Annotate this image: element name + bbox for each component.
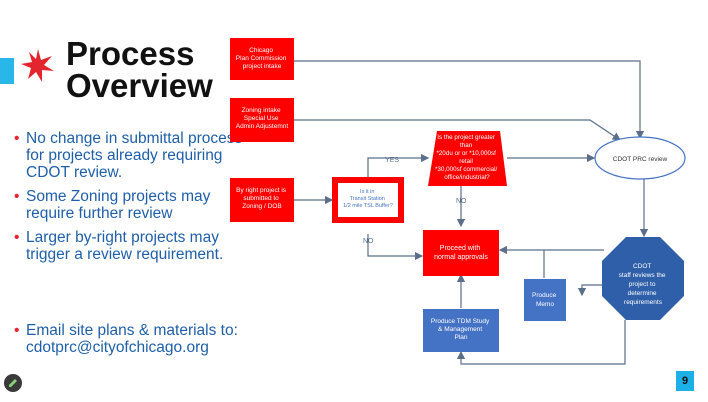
page-number: 9 bbox=[676, 371, 694, 391]
no-label-left: NO bbox=[363, 238, 374, 245]
bullet-item: Some Zoning projects may require further… bbox=[14, 188, 254, 222]
node-chicago-plan: Chicago Plan Commission project intake bbox=[230, 38, 294, 80]
node-cdot-staff: CDOT staff reviews the project to determ… bbox=[602, 237, 684, 320]
svg-text:Produce TDM Study & Mana: Produce TDM Study & Management Plan bbox=[431, 318, 491, 341]
node-cdot-prc-review: CDOT PRC review bbox=[594, 136, 686, 180]
flow-connectors bbox=[294, 60, 649, 365]
title-line-1: Process bbox=[66, 35, 195, 72]
page-title: Process Overview bbox=[66, 35, 213, 104]
svg-text:Produce Memo: Produce Memo bbox=[532, 292, 558, 308]
svg-text:Is it in Transit Station: Is it in Transit Station 1/2 mile TSL Bu… bbox=[343, 189, 393, 209]
svg-text:Is the project greater t: Is the project greater than *20du or or … bbox=[435, 134, 499, 181]
accent-bar bbox=[0, 58, 14, 84]
bullet-list: No change in submittal process for proje… bbox=[14, 130, 254, 270]
bullet-item: No change in submittal process for proje… bbox=[14, 130, 254, 181]
title-line-2: Overview bbox=[66, 67, 213, 104]
node-proceed: Proceed with normal approvals bbox=[423, 230, 499, 276]
email-bullet: Email site plans & materials to: cdotprc… bbox=[14, 322, 274, 356]
pencil-icon[interactable] bbox=[4, 374, 22, 392]
yes-label: YES bbox=[385, 157, 399, 164]
email-address[interactable]: cdotprc@cityofchicago.org bbox=[26, 339, 209, 356]
svg-text:Zoning intake Special Us: Zoning intake Special Use Admin Adjustem… bbox=[236, 107, 289, 130]
node-zoning-intake: Zoning intake Special Use Admin Adjustem… bbox=[230, 98, 294, 142]
node-transit-question: Is it in Transit Station 1/2 mile TSL Bu… bbox=[332, 177, 404, 223]
svg-text:By right project is subm: By right project is submitted to Zoning … bbox=[236, 187, 288, 210]
svg-text:CDOT PRC review: CDOT PRC review bbox=[613, 156, 668, 163]
svg-text:Chicago Plan Commission: Chicago Plan Commission project intake bbox=[236, 47, 288, 70]
svg-text:CDOT staff reviews the: CDOT staff reviews the project to determ… bbox=[619, 263, 668, 306]
node-produce-memo: Produce Memo bbox=[524, 279, 566, 321]
bullet-item: Larger by-right projects may trigger a r… bbox=[14, 229, 254, 263]
no-label-top: NO bbox=[456, 198, 467, 205]
node-size-question: Is the project greater than *20du or or … bbox=[428, 131, 507, 186]
chicago-star-icon bbox=[21, 49, 54, 82]
email-label: Email site plans & materials to: bbox=[26, 322, 238, 339]
node-by-right: By right project is submitted to Zoning … bbox=[230, 178, 294, 222]
svg-text:Proceed with normal appr: Proceed with normal approvals bbox=[434, 245, 488, 261]
node-produce-tdm: Produce TDM Study & Management Plan bbox=[423, 309, 499, 352]
